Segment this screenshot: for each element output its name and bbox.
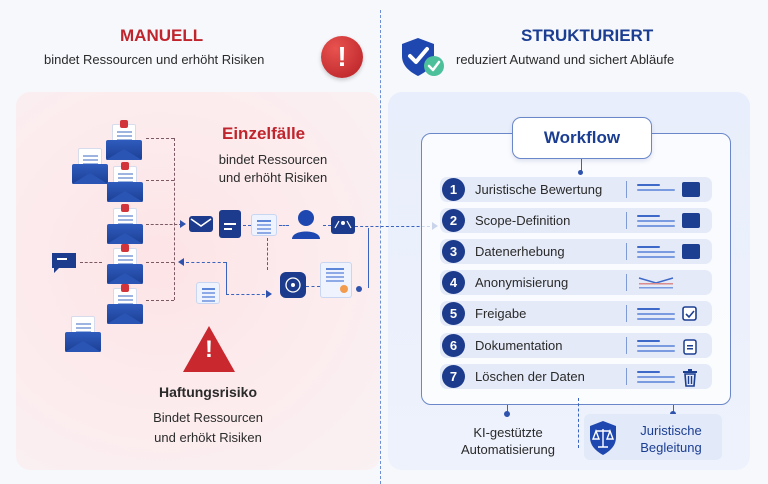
manual-title: MANUELL: [120, 26, 204, 45]
certificate-icon: [320, 262, 352, 298]
seal-icon: [340, 285, 348, 293]
warning-triangle-icon: [183, 326, 235, 372]
folder-icon: [682, 244, 700, 259]
folder-icon: [682, 182, 700, 197]
ki-line2: Automatisierung: [461, 442, 555, 457]
haftung-line1: Bindet Ressourcen: [153, 410, 263, 425]
workflow-step[interactable]: 7 Löschen der Daten: [440, 364, 712, 389]
workflow-step[interactable]: 1 Juristische Bewertung: [440, 177, 712, 202]
workflow-title: Workflow: [512, 117, 652, 159]
lines-icon: [637, 308, 675, 320]
lines-icon: [637, 215, 675, 227]
divider: [380, 10, 381, 484]
structured-title: STRUKTURIERT: [521, 26, 654, 45]
scales-shield-icon: [588, 420, 618, 456]
lines-icon: [637, 184, 675, 196]
envelope-icon: [106, 120, 142, 160]
lines-icon: [637, 246, 675, 258]
envelope-icon: [107, 162, 143, 202]
begleitung-line2: Begleitung: [640, 440, 702, 455]
manual-subtitle: bindet Ressourcen und erhöht Risiken: [44, 52, 265, 67]
ai-chip-icon: [280, 272, 306, 298]
workflow-step[interactable]: 3 Datenerhebung: [440, 239, 712, 264]
einzelfaelle-title: Einzelfälle: [222, 124, 306, 143]
user-icon: [289, 208, 323, 240]
einzelfaelle-line2: und erhöht Risiken: [218, 170, 328, 185]
note-icon: [196, 282, 220, 304]
document-icon: [682, 338, 700, 355]
haftung-line2: und erhökt Risiken: [154, 430, 262, 445]
form-icon: [251, 214, 277, 236]
lines-icon: [637, 340, 675, 352]
lines-icon: [637, 371, 675, 383]
shield-check-icon: [400, 36, 444, 78]
manual-panel: [16, 92, 380, 470]
trash-icon: [682, 369, 700, 387]
checkbox-icon: [682, 306, 700, 321]
folder-icon: [682, 213, 700, 228]
document-icon: [219, 210, 241, 238]
envelope-icon: [107, 204, 143, 244]
network-icon: [331, 216, 355, 234]
envelope-icon: [107, 244, 143, 284]
workflow-step[interactable]: 2 Scope-Definition: [440, 208, 712, 233]
ki-line1: KI-gestützte: [473, 425, 543, 440]
einzelfaelle-line1: bindet Ressourcen: [218, 152, 328, 167]
structured-subtitle: reduziert Autwand und sichert Abläufe: [456, 52, 675, 67]
haftung-title: Haftungsrisiko: [158, 384, 257, 400]
mask-icon: [637, 275, 675, 289]
exclamation-circle-icon: !: [321, 36, 363, 78]
envelope-icon: [72, 148, 108, 184]
envelope-icon: [65, 316, 101, 352]
begleitung-line1: Juristische: [640, 423, 702, 438]
workflow-step[interactable]: 5 Freigabe: [440, 301, 712, 326]
workflow-step[interactable]: 4 Anonymisierung: [440, 270, 712, 295]
mail-icon: [189, 216, 213, 232]
chat-icon: [51, 252, 77, 274]
workflow-step[interactable]: 6 Dokumentation: [440, 333, 712, 358]
envelope-icon: [107, 284, 143, 324]
